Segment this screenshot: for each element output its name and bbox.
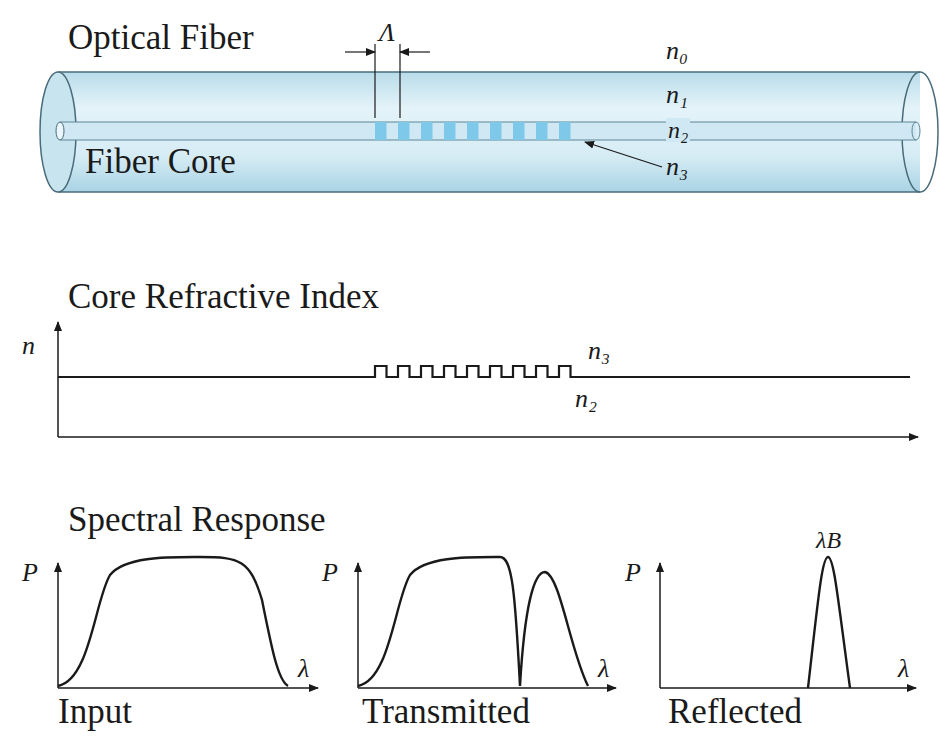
- index-profile: [58, 366, 910, 377]
- axis-label: λ: [298, 656, 309, 682]
- grating-stripe: [467, 122, 479, 140]
- dimension-label: Λ: [379, 20, 395, 46]
- dimension-arrow: [345, 51, 375, 52]
- axis: [357, 563, 359, 688]
- axis: [57, 563, 59, 688]
- index-label: n₂: [666, 118, 690, 142]
- axis-label: n: [22, 333, 35, 359]
- fiber-edge: [58, 191, 920, 193]
- dimension-line: [399, 44, 400, 118]
- input-spectrum: [58, 557, 288, 686]
- index-label: n₀: [666, 38, 688, 64]
- core-end: [912, 122, 920, 140]
- axis: [660, 687, 916, 689]
- section-heading: Core Refractive Index: [68, 279, 379, 314]
- peak-label: λB: [816, 528, 841, 552]
- axis: [57, 322, 59, 437]
- index-label: n₂: [575, 386, 597, 412]
- axis: [58, 687, 318, 689]
- part-name: Fiber Core: [85, 144, 236, 179]
- part-name: Optical Fiber: [68, 20, 254, 55]
- leader-line: [585, 142, 662, 167]
- dimension-line: [374, 44, 375, 118]
- grating-stripe: [444, 122, 456, 140]
- axis-label: P: [322, 560, 338, 586]
- axis-label: P: [625, 560, 641, 586]
- plot-caption: Input: [58, 694, 132, 729]
- grating-stripe: [375, 122, 387, 140]
- axis-label: λ: [598, 656, 609, 682]
- index-label: n₁: [666, 82, 688, 108]
- fiber-cladding: [58, 72, 920, 192]
- fiber-core: [60, 122, 916, 140]
- index-label: n₃: [666, 154, 688, 180]
- index-label: n₃: [588, 338, 610, 364]
- grating-stripe: [421, 122, 433, 140]
- grating-stripe: [398, 122, 410, 140]
- transmitted-spectrum: [358, 557, 588, 686]
- reflected-spectrum: [808, 557, 850, 688]
- axis: [659, 563, 661, 688]
- axis: [58, 436, 918, 438]
- core-edge: [60, 140, 916, 141]
- section-heading: Spectral Response: [68, 502, 326, 537]
- grating-stripe: [490, 122, 502, 140]
- grating-stripe: [536, 122, 548, 140]
- axis-label: P: [22, 560, 38, 586]
- plot-caption: Reflected: [668, 694, 802, 729]
- dimension-arrow: [400, 51, 430, 52]
- core-edge: [60, 122, 916, 123]
- plot-caption: Transmitted: [362, 694, 530, 729]
- grating-stripe: [559, 122, 571, 140]
- bragg-grating: [375, 122, 571, 140]
- core-end: [56, 122, 64, 140]
- fiber-edge: [58, 71, 920, 73]
- axis-label: λ: [898, 656, 909, 682]
- grating-stripe: [513, 122, 525, 140]
- axis: [358, 687, 616, 689]
